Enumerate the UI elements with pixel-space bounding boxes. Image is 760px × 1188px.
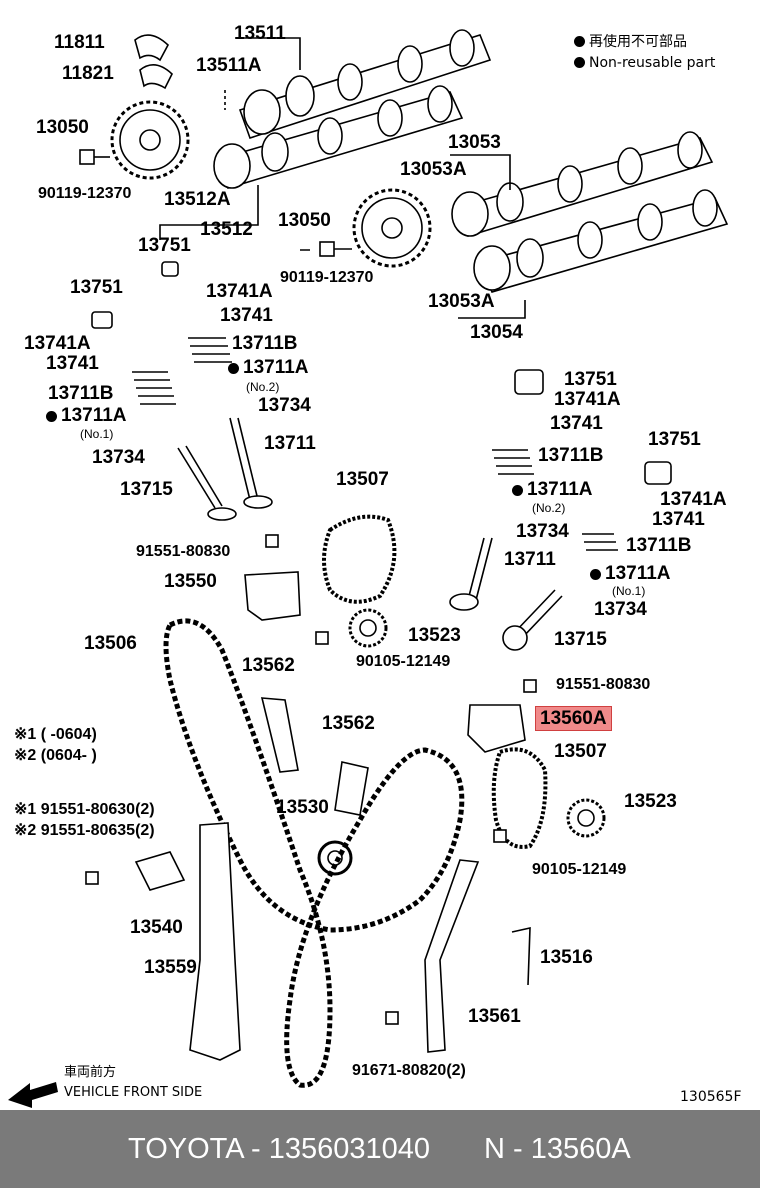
non-reusable-part-label: 13711A [512, 480, 593, 499]
part-label: 13550 [164, 571, 217, 592]
variant-note: ※2 91551-80635(2) [14, 822, 155, 839]
legend-non-reusable-en: Non-reusable part [574, 56, 715, 70]
part-label: 13741 [550, 413, 603, 434]
part-label: 13734 [594, 599, 647, 620]
part-label: 13734 [258, 395, 311, 416]
vehicle-front-ja: 車両前方 [64, 1065, 117, 1080]
part-label: 13711B [538, 445, 604, 466]
part-sub-label: (No.1) [612, 584, 646, 598]
part-label: 13734 [92, 447, 145, 468]
part-label: 90119-12370 [38, 185, 132, 202]
camshaft-13053 [451, 131, 714, 237]
part-label: 13741A [554, 389, 621, 410]
part-label: 13559 [144, 957, 197, 978]
part-label: 13741A [660, 489, 727, 510]
part-label: 13741 [46, 353, 99, 374]
highlighted-part-label[interactable]: 13560A [535, 706, 612, 731]
part-label: 13506 [84, 633, 137, 654]
legend-non-reusable-ja: 再使用不可部品 [574, 35, 687, 49]
part-label: 13511A [196, 55, 262, 76]
part-label: 91551-80830 [556, 676, 651, 693]
part-number: 13711A [243, 357, 309, 378]
part-label: 13540 [130, 917, 183, 938]
part-label: 13054 [470, 322, 523, 343]
non-reusable-dot-icon [46, 411, 57, 422]
part-number: 13711A [527, 479, 593, 500]
variant-note: ※2 (0604- ) [14, 747, 97, 764]
non-reusable-dot-icon [512, 485, 523, 496]
part-label: 13562 [242, 655, 295, 676]
part-label: 13512 [200, 219, 253, 240]
part-label: 13715 [554, 629, 607, 650]
part-label: 13530 [276, 797, 329, 818]
footer-ref-number: N - 13560A [484, 1133, 631, 1165]
non-reusable-dot-icon [228, 363, 239, 374]
legend-text-ja: 再使用不可部品 [589, 34, 687, 50]
part-label: 13751 [138, 235, 191, 256]
part-sub-label: (No.1) [80, 427, 114, 441]
part-label: 13523 [408, 625, 461, 646]
part-label: 11821 [62, 63, 114, 84]
part-label: 13741A [24, 333, 91, 354]
non-reusable-dot-icon [590, 569, 601, 580]
part-label: 13516 [540, 947, 593, 968]
part-label: 90119-12370 [280, 269, 374, 286]
part-label: 13711B [48, 383, 114, 404]
part-label: 13741 [220, 305, 273, 326]
exploded-parts-illustration [8, 29, 729, 1108]
part-label: 13050 [36, 117, 89, 138]
camshaft-13512 [213, 85, 464, 189]
diagram-id: 130565F [680, 1089, 742, 1105]
footer-bar: TOYOTA - 1356031040 N - 13560A [0, 1110, 760, 1188]
part-label: 13053 [448, 132, 501, 153]
camshaft-13511 [238, 29, 492, 140]
non-reusable-dot-icon [574, 57, 585, 68]
part-number: 13711A [605, 563, 671, 584]
part-sub-label: (No.2) [246, 380, 280, 394]
variant-note: ※1 91551-80630(2) [14, 801, 155, 818]
legend-text-en: Non-reusable part [589, 55, 716, 71]
part-label: 13741 [652, 509, 705, 530]
part-label: 13715 [120, 479, 173, 500]
part-sub-label: (No.2) [532, 501, 566, 515]
variant-note: ※1 ( -0604) [14, 726, 97, 743]
part-label: 13050 [278, 210, 331, 231]
part-label: 13711B [232, 333, 298, 354]
part-label: 90105-12149 [532, 861, 627, 878]
part-label: 13711 [504, 549, 556, 570]
non-reusable-dot-icon [574, 36, 585, 47]
part-label: 13734 [516, 521, 569, 542]
part-label: 90105-12149 [356, 653, 451, 670]
vvt-gear-left [110, 100, 190, 180]
part-label: 13053A [400, 159, 467, 180]
non-reusable-part-label: 13711A [590, 564, 671, 583]
part-label: 13507 [554, 741, 607, 762]
part-label: 91671-80820(2) [352, 1062, 466, 1079]
part-label: 91551-80830 [136, 543, 231, 560]
part-label: 13751 [70, 277, 123, 298]
part-label: 13512A [164, 189, 231, 210]
part-label: 13751 [564, 369, 617, 390]
part-label: 13751 [648, 429, 701, 450]
non-reusable-part-label: 13711A [46, 406, 127, 425]
footer-part-number: TOYOTA - 1356031040 [128, 1133, 431, 1165]
part-number: 13711A [61, 405, 127, 426]
vvt-gear-right [352, 188, 432, 268]
part-label: 13053A [428, 291, 495, 312]
part-label: 13511 [234, 23, 286, 44]
non-reusable-part-label: 13711A [228, 358, 309, 377]
part-label: 13561 [468, 1006, 521, 1027]
vehicle-front-en: VEHICLE FRONT SIDE [64, 1085, 203, 1100]
part-label: 11811 [54, 32, 105, 53]
part-label: 13523 [624, 791, 677, 812]
part-label: 13711 [264, 433, 316, 454]
part-label: 13741A [206, 281, 273, 302]
part-label: 13562 [322, 713, 375, 734]
part-label: 13507 [336, 469, 389, 490]
part-label: 13711B [626, 535, 692, 556]
camshaft-13054 [473, 189, 729, 293]
